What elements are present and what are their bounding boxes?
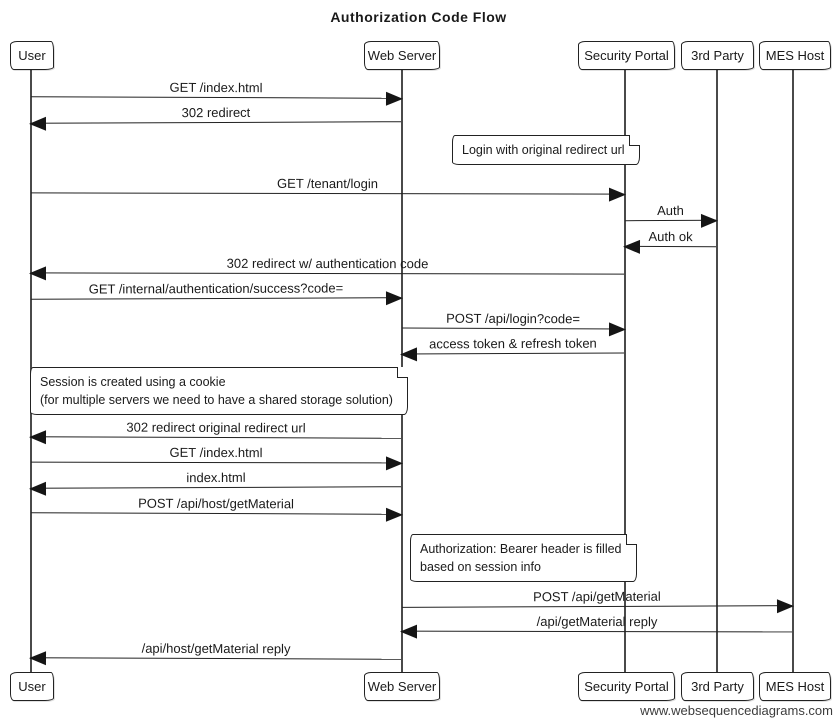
message-label: GET /index.html <box>169 444 263 461</box>
lifeline-mes-host <box>792 69 794 673</box>
message-arrow: Auth ok <box>625 227 717 248</box>
message-arrow: Auth <box>624 201 716 222</box>
note-line: (for multiple servers we need to have a … <box>40 393 393 407</box>
participant-3rd-party-top: 3rd Party <box>681 41 754 70</box>
note-line: Session is created using a cookie <box>40 375 226 389</box>
message-label: POST /api/login?code= <box>446 310 580 327</box>
websequencediagrams-watermark: www.websequencediagrams.com <box>640 703 833 718</box>
message-arrow: POST /api/getMaterial <box>401 587 792 608</box>
message-label: GET /internal/authentication/success?cod… <box>88 280 344 297</box>
message-label: GET /index.html <box>169 79 263 96</box>
message-label: 302 redirect original redirect url <box>126 419 306 436</box>
lifeline-3rd-party <box>716 69 718 673</box>
message-arrow: 302 redirect w/ authentication code <box>31 254 625 275</box>
message-label: GET /tenant/login <box>277 175 379 192</box>
participant-user-bottom: User <box>10 672 54 701</box>
message-arrow: GET /tenant/login <box>31 174 625 195</box>
participant-web-server-bottom: Web Server <box>364 672 440 701</box>
message-arrow: /api/host/getMaterial reply <box>31 639 402 660</box>
message-arrow: access token & refresh token <box>401 334 624 355</box>
message-arrow: 302 redirect <box>30 103 401 124</box>
note-line: based on session info <box>420 560 541 574</box>
participant-web-server-top: Web Server <box>364 41 440 70</box>
note-login-redirect: Login with original redirect url <box>452 135 640 165</box>
participant-mes-host-bottom: MES Host <box>759 672 831 701</box>
message-label: /api/host/getMaterial reply <box>141 640 291 657</box>
message-label: 302 redirect <box>181 104 251 121</box>
message-label: POST /api/getMaterial <box>533 588 661 605</box>
message-label: Auth ok <box>648 228 693 245</box>
message-arrow: 302 redirect original redirect url <box>31 418 402 439</box>
message-arrow: POST /api/login?code= <box>402 309 625 330</box>
message-label: 302 redirect w/ authentication code <box>226 255 429 272</box>
lifeline-security-portal <box>624 69 626 673</box>
participant-3rd-party-bottom: 3rd Party <box>681 672 754 701</box>
note-line: Login with original redirect url <box>462 143 625 157</box>
message-arrow: GET /index.html <box>31 443 402 464</box>
message-label: index.html <box>186 469 246 486</box>
participant-security-portal-bottom: Security Portal <box>578 672 675 701</box>
message-label: POST /api/host/getMaterial <box>138 495 294 512</box>
message-arrow: index.html <box>30 468 401 489</box>
message-label: access token & refresh token <box>429 335 597 352</box>
message-label: /api/getMaterial reply <box>536 613 658 630</box>
participant-mes-host-top: MES Host <box>759 41 831 70</box>
note-session-cookie: Session is created using a cookie (for m… <box>30 367 408 415</box>
note-line: Authorization: Bearer header is filled <box>420 542 622 556</box>
message-arrow: GET /index.html <box>31 78 402 99</box>
message-arrow: /api/getMaterial reply <box>402 612 793 633</box>
message-label: Auth <box>657 202 684 219</box>
participant-security-portal-top: Security Portal <box>578 41 675 70</box>
note-authorization-bearer: Authorization: Bearer header is filled b… <box>410 534 637 582</box>
message-arrow: POST /api/host/getMaterial <box>31 494 402 515</box>
participant-user-top: User <box>10 41 54 70</box>
diagram-title: Authorization Code Flow <box>330 9 507 25</box>
message-arrow: GET /internal/authentication/success?cod… <box>30 279 401 300</box>
